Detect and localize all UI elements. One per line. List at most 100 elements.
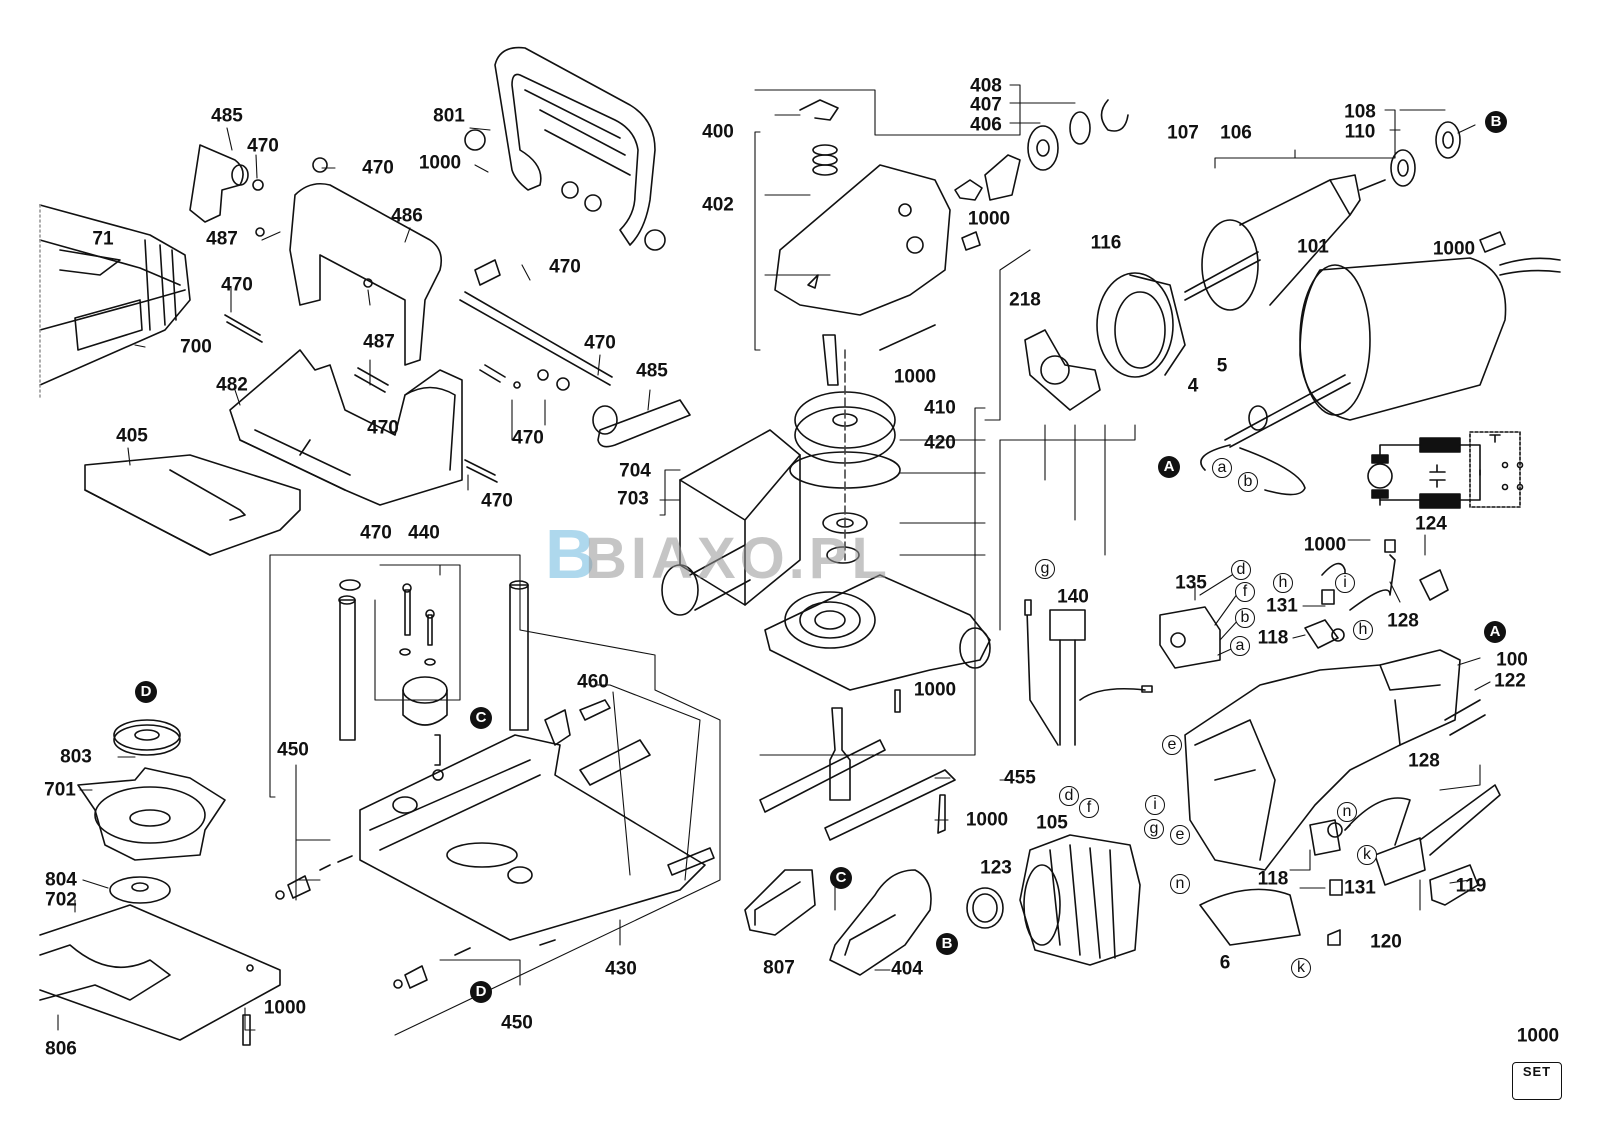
- part-label: 486: [391, 205, 423, 227]
- part-label: 407: [970, 94, 1002, 116]
- part-label: 470: [360, 522, 392, 544]
- part-label: 470: [367, 417, 399, 439]
- part-label: 420: [924, 432, 956, 454]
- part-label: 804: [45, 869, 77, 891]
- guide-base-drawing: [275, 579, 715, 989]
- wire-140-drawing: [1024, 599, 1153, 746]
- wire-connector: i: [1335, 573, 1355, 593]
- part-label: 116: [1090, 232, 1122, 254]
- wire-connector: n: [1337, 802, 1357, 822]
- baffle-116-drawing: [1024, 272, 1186, 411]
- set-kit-icon: SET: [1512, 1062, 1562, 1100]
- part-label: 1000: [1516, 1025, 1560, 1047]
- wire-connector: n: [1170, 874, 1190, 894]
- part-label: 485: [211, 105, 243, 127]
- rod-470-drawing: [224, 157, 613, 483]
- part-label: 1000: [913, 679, 957, 701]
- part-label: 470: [549, 256, 581, 278]
- wire-connector: k: [1357, 845, 1377, 865]
- reference-marker-b: B: [936, 933, 958, 955]
- wire-connector: g: [1035, 559, 1055, 579]
- wire-connector: i: [1145, 795, 1165, 815]
- wire-connector: g: [1144, 819, 1164, 839]
- reference-marker-c: C: [470, 707, 492, 729]
- part-label: 131: [1266, 595, 1298, 617]
- part-label: 806: [45, 1038, 77, 1060]
- part-label: 5: [1216, 355, 1228, 377]
- wire-connector: e: [1170, 825, 1190, 845]
- lever-485-drawing: [189, 144, 691, 448]
- bevel-gear-410-drawing: [789, 349, 901, 564]
- part-label: 406: [970, 114, 1002, 136]
- watermark-logo: B: [545, 515, 596, 593]
- part-label: 408: [970, 75, 1002, 97]
- part-label: 470: [584, 332, 616, 354]
- wire-connector: e: [1162, 735, 1182, 755]
- part-label: 470: [481, 490, 513, 512]
- reference-marker-d: D: [470, 981, 492, 1003]
- wire-connector: b: [1238, 472, 1258, 492]
- wire-connector: a: [1212, 458, 1232, 478]
- plate-405-drawing: [84, 454, 301, 556]
- field-coil-105-drawing: [966, 834, 1141, 966]
- part-label: 123: [980, 857, 1012, 879]
- leader-lines: [57, 84, 1491, 1036]
- part-label: 4: [1187, 375, 1199, 397]
- part-label: 128: [1387, 610, 1419, 632]
- wire-connector: a: [1230, 636, 1250, 656]
- part-label: 107: [1167, 122, 1199, 144]
- part-label: 701: [44, 779, 76, 801]
- housing-101-drawing: [1200, 231, 1561, 496]
- part-label: 110: [1344, 121, 1376, 143]
- part-label: 410: [924, 397, 956, 419]
- part-label: 470: [512, 427, 544, 449]
- bearing-406-drawing: [954, 99, 1129, 251]
- part-label: 124: [1415, 513, 1447, 535]
- part-label: 704: [619, 460, 651, 482]
- cutter-701-drawing: [39, 719, 281, 1046]
- reference-marker-c: C: [830, 867, 852, 889]
- part-label: 131: [1344, 877, 1376, 899]
- part-label: 118: [1257, 627, 1289, 649]
- reference-marker-b: B: [1485, 111, 1507, 133]
- part-label: 1000: [263, 997, 307, 1019]
- part-label: 702: [45, 889, 77, 911]
- set-label: SET: [1522, 1064, 1552, 1079]
- part-label: 703: [617, 488, 649, 510]
- wire-connector: f: [1235, 582, 1255, 602]
- wire-connector: h: [1353, 620, 1373, 640]
- part-label: 118: [1257, 868, 1289, 890]
- part-label: 71: [92, 228, 114, 250]
- part-label: 105: [1036, 812, 1068, 834]
- handle-801-drawing: [464, 46, 666, 251]
- part-label: 120: [1370, 931, 1402, 953]
- part-label: 470: [362, 157, 394, 179]
- part-label: 106: [1220, 122, 1252, 144]
- reference-marker-d: D: [135, 681, 157, 703]
- wire-connector: d: [1231, 560, 1251, 580]
- part-label: 122: [1494, 670, 1526, 692]
- spindle-plates-drawing: [759, 689, 956, 841]
- wire-connector: k: [1291, 958, 1311, 978]
- part-label: 135: [1175, 572, 1207, 594]
- part-label: 803: [60, 746, 92, 768]
- part-label: 404: [891, 958, 923, 980]
- part-label: 807: [763, 957, 795, 979]
- part-label: 108: [1344, 101, 1376, 123]
- part-label: 6: [1219, 952, 1231, 974]
- part-label: 1000: [893, 366, 937, 388]
- part-label: 801: [433, 105, 465, 127]
- wire-connector: h: [1273, 573, 1293, 593]
- lower-parts-drawing: [1199, 784, 1501, 946]
- part-label: 485: [636, 360, 668, 382]
- wire-connector: b: [1235, 608, 1255, 628]
- part-label: 1000: [418, 152, 462, 174]
- wire-connector: d: [1059, 786, 1079, 806]
- part-label: 455: [1004, 767, 1036, 789]
- part-label: 470: [221, 274, 253, 296]
- part-label: 700: [180, 336, 212, 358]
- part-label: 1000: [967, 208, 1011, 230]
- part-label: 450: [277, 739, 309, 761]
